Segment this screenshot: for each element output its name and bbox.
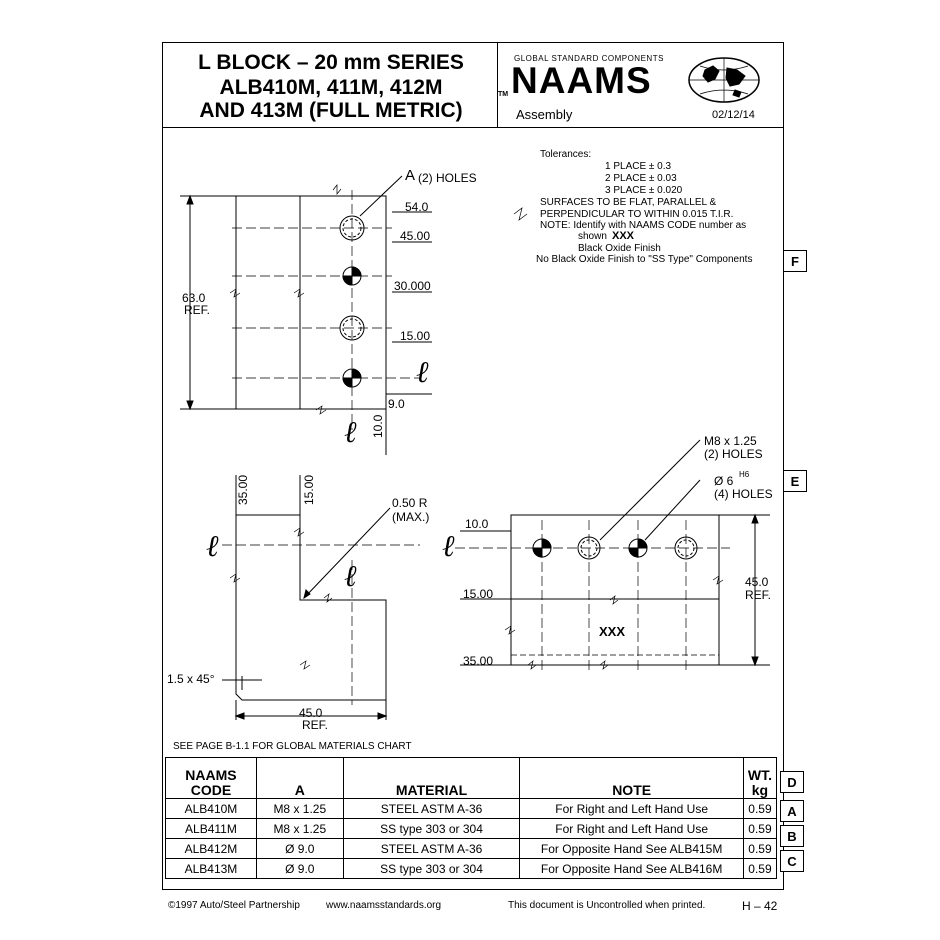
- centerline-symbol: ℓ: [344, 416, 357, 449]
- header-naams-code: NAAMS CODE: [165, 757, 257, 799]
- title-line-2: ALB410M, 411M, 412M: [219, 76, 443, 99]
- cell-weight: 0.59: [742, 838, 778, 859]
- cell-a: Ø 9.0: [255, 858, 344, 879]
- note-identify: NOTE: Identify with NAAMS CODE number as: [540, 220, 747, 231]
- centerline-symbol: ℓ: [344, 560, 357, 593]
- dim-radius-max: (MAX.): [392, 510, 430, 524]
- dim-height-ref: REF.: [184, 303, 211, 317]
- header-material: MATERIAL: [342, 757, 521, 799]
- zone-label-a: A: [780, 800, 804, 822]
- table-row: ALB413M Ø 9.0 SS type 303 or 304 For Opp…: [165, 858, 778, 879]
- footer-copyright: ©1997 Auto/Steel Partnership: [168, 900, 300, 911]
- header-tagline: GLOBAL STANDARD COMPONENTS: [514, 54, 664, 63]
- cell-a: M8 x 1.25: [255, 818, 344, 839]
- cell-weight: 0.59: [742, 818, 778, 839]
- title-line-3: AND 413M (FULL METRIC): [199, 99, 463, 122]
- tolerance-3: 3 PLACE ± 0.020: [605, 185, 683, 196]
- dim-15: 15.00: [463, 587, 494, 601]
- cell-code: ALB413M: [165, 858, 257, 879]
- table-row: ALB410M M8 x 1.25 STEEL ASTM A-36 For Ri…: [165, 798, 778, 819]
- table-row: ALB412M Ø 9.0 STEEL ASTM A-36 For Opposi…: [165, 838, 778, 859]
- cell-weight: 0.59: [742, 858, 778, 879]
- centerline-symbol: ℓ: [416, 356, 429, 389]
- table-row: ALB411M M8 x 1.25 SS type 303 or 304 For…: [165, 818, 778, 839]
- note-shown: shown: [578, 231, 607, 242]
- tolerances-label: Tolerances:: [540, 149, 592, 160]
- dim-height-63: 63.0: [182, 291, 206, 305]
- cell-note: For Opposite Hand See ALB415M: [519, 838, 744, 859]
- cell-note: For Right and Left Hand Use: [519, 818, 744, 839]
- parts-table: NAAMS CODE A MATERIAL NOTE WT. kg ALB410…: [165, 757, 778, 879]
- dim-15: 15.00: [400, 329, 431, 343]
- dim-54: 54.0: [405, 200, 429, 214]
- zone-label-d: D: [780, 771, 804, 793]
- trademark: TM: [498, 91, 509, 98]
- footer-website: www.naamsstandards.org: [326, 900, 442, 911]
- zone-label-f: F: [783, 250, 807, 272]
- footer-uncontrolled: This document is Uncontrolled when print…: [508, 900, 706, 911]
- dim-width-ref: REF.: [302, 718, 329, 732]
- note-finish: Black Oxide Finish: [578, 243, 661, 254]
- surfaces-note-2: PERPENDICULAR TO WITHIN 0.015 T.I.R.: [540, 209, 734, 220]
- cell-code: ALB410M: [165, 798, 257, 819]
- drawing-frame: [162, 42, 784, 890]
- cell-code: ALB412M: [165, 838, 257, 859]
- callout-m8: M8 x 1.25: [704, 434, 757, 448]
- dim-chamfer: 1.5 x 45°: [167, 672, 215, 686]
- header-weight: WT. kg: [742, 757, 778, 799]
- note-mark: XXX: [612, 230, 635, 242]
- note-ss-finish: No Black Oxide Finish to "SS Type" Compo…: [536, 254, 753, 265]
- globe-icon: [688, 57, 760, 103]
- cell-a: Ø 9.0: [255, 838, 344, 859]
- callout-dia-fit: H6: [739, 470, 750, 479]
- zone-label-c: C: [780, 850, 804, 872]
- centerline-symbol: ℓ: [442, 530, 455, 563]
- callout-dia: Ø 6: [714, 474, 734, 488]
- dim-30: 30.000: [394, 279, 431, 293]
- header-divider: [162, 127, 784, 128]
- dim-height-ref: REF.: [745, 588, 772, 602]
- centerline-symbol: ℓ: [206, 530, 219, 563]
- tolerance-2: 2 PLACE ± 0.03: [605, 173, 677, 184]
- header-note: NOTE: [519, 757, 744, 799]
- materials-chart-note: SEE PAGE B-1.1 FOR GLOBAL MATERIALS CHAR…: [173, 741, 412, 752]
- cell-note: For Opposite Hand See ALB416M: [519, 858, 744, 879]
- part-mark: XXX: [599, 624, 626, 639]
- title-line-1: L BLOCK – 20 mm SERIES: [198, 51, 464, 74]
- callout-m8-holes: (2) HOLES: [704, 447, 763, 461]
- cell-a: M8 x 1.25: [255, 798, 344, 819]
- header-a: A: [255, 757, 344, 799]
- cell-material: STEEL ASTM A-36: [342, 838, 521, 859]
- doc-date: 02/12/14: [712, 109, 755, 121]
- zone-label-e: E: [783, 470, 807, 492]
- dim-45: 45.00: [400, 229, 431, 243]
- cell-material: SS type 303 or 304: [342, 818, 521, 839]
- cell-material: STEEL ASTM A-36: [342, 798, 521, 819]
- surfaces-note-1: SURFACES TO BE FLAT, PARALLEL &: [540, 197, 717, 208]
- cell-material: SS type 303 or 304: [342, 858, 521, 879]
- callout-a: A: [405, 167, 416, 184]
- dim-height-45: 45.0: [745, 575, 769, 589]
- tolerance-1: 1 PLACE ± 0.3: [605, 161, 672, 172]
- callout-a-holes: (2) HOLES: [418, 171, 477, 185]
- zone-label-b: B: [780, 825, 804, 847]
- cell-code: ALB411M: [165, 818, 257, 839]
- dim-radius: 0.50 R: [392, 496, 428, 510]
- doc-type: Assembly: [516, 107, 573, 122]
- page-number: H – 42: [742, 899, 778, 913]
- cell-weight: 0.59: [742, 798, 778, 819]
- cell-note: For Right and Left Hand Use: [519, 798, 744, 819]
- table-header-row: NAAMS CODE A MATERIAL NOTE WT. kg: [165, 757, 778, 799]
- header-split: [497, 42, 498, 127]
- dim-9: 9.0: [388, 397, 405, 411]
- callout-dia-holes: (4) HOLES: [714, 487, 773, 501]
- naams-logo-text: NAAMS: [511, 60, 652, 101]
- dim-10: 10.0: [465, 517, 489, 531]
